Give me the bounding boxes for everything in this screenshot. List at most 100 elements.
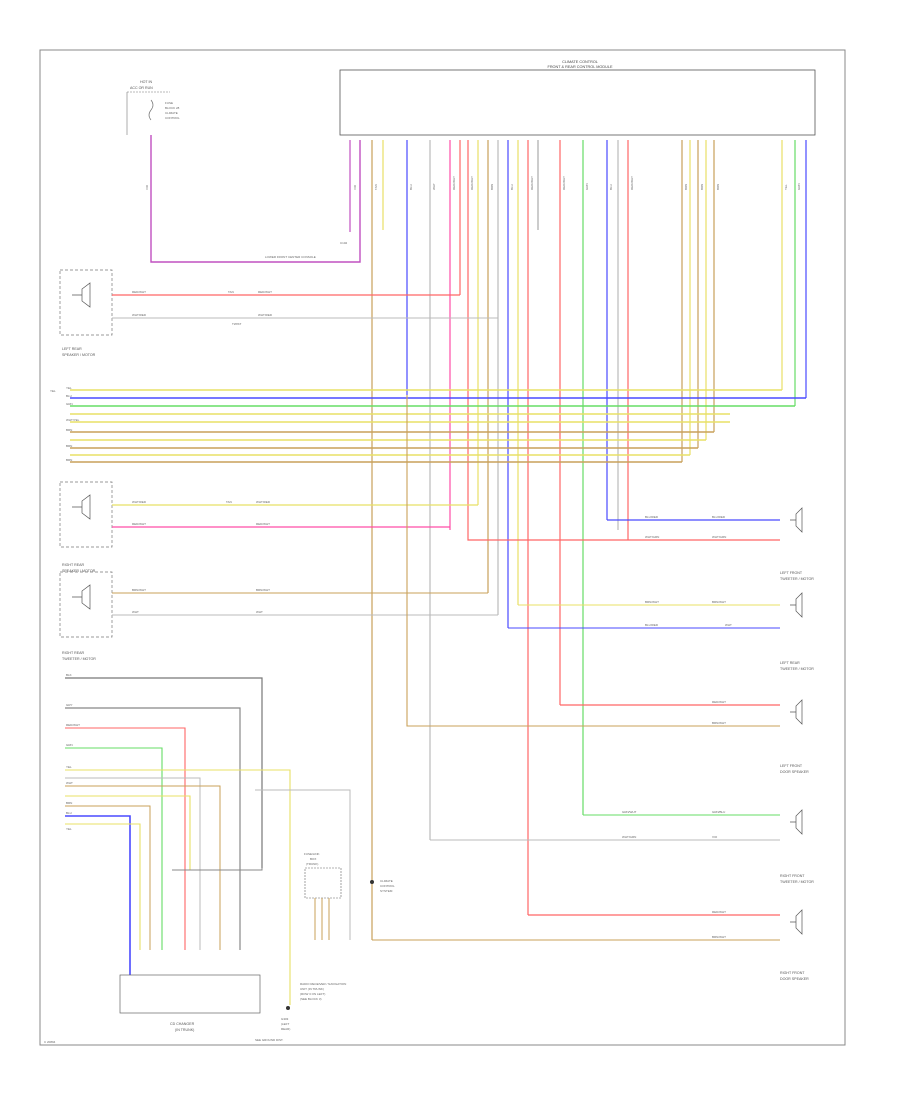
svg-text:RED/WHT: RED/WHT bbox=[712, 700, 726, 704]
svg-text:GRN: GRN bbox=[66, 402, 73, 406]
svg-text:UNIT (IN TRUNK): UNIT (IN TRUNK) bbox=[300, 987, 324, 991]
speaker-icon bbox=[790, 699, 803, 725]
svg-text:GRN/WHT: GRN/WHT bbox=[622, 810, 636, 814]
svg-text:TWEETER / MOTOR: TWEETER / MOTOR bbox=[62, 657, 96, 661]
module-pin-labels: VIO TAN BLU WHT RED/WHT RED/WHT BRN BLU … bbox=[353, 176, 801, 190]
svg-text:RIGHT FRONT: RIGHT FRONT bbox=[780, 874, 805, 878]
fuse-symbol bbox=[148, 99, 154, 121]
fuse-title-1: HOT IN bbox=[140, 80, 153, 84]
cd-changer-labels: BLK GRY RED/WHT GRN YEL WHT BRN BLU YEL bbox=[66, 673, 80, 831]
fuse-link-box: FUSE/LINK BOX (TRUNK) bbox=[304, 852, 342, 940]
svg-text:BRN/WHT: BRN/WHT bbox=[132, 588, 146, 592]
bus-labels: YEL YEL BLU GRN WHT/YEL BRN BRN BRN bbox=[50, 386, 80, 462]
cd-changer: CD CHANGER (IN TRUNK) bbox=[119, 974, 261, 1032]
svg-text:WHT/RED: WHT/RED bbox=[132, 500, 147, 504]
svg-text:RED/WHT: RED/WHT bbox=[452, 176, 456, 190]
svg-text:BRN/WHT: BRN/WHT bbox=[712, 721, 726, 725]
svg-text:RED/WHT: RED/WHT bbox=[256, 522, 270, 526]
svg-text:BLU/RED: BLU/RED bbox=[712, 515, 726, 519]
svg-text:BRN/WHT: BRN/WHT bbox=[645, 600, 659, 604]
svg-text:WHT: WHT bbox=[132, 610, 139, 614]
module-pins bbox=[349, 140, 807, 940]
svg-text:FUSE/LINK: FUSE/LINK bbox=[304, 852, 320, 856]
climate-control-module: CLIMATE CONTROL FRONT & REAR CONTROL MOD… bbox=[339, 60, 816, 136]
svg-text:SYSTEM: SYSTEM bbox=[380, 889, 393, 893]
page-code: C 20894 bbox=[44, 1040, 56, 1044]
fuse-block: HOT IN ACC OR RUN FUSE BLOCK 28 CLIMATE … bbox=[126, 80, 180, 135]
svg-text:BRN/WHT: BRN/WHT bbox=[712, 935, 726, 939]
svg-text:TWEETER / MOTOR: TWEETER / MOTOR bbox=[780, 667, 814, 671]
svg-text:WHT: WHT bbox=[66, 781, 73, 785]
svg-text:LEFT FRONT: LEFT FRONT bbox=[780, 571, 803, 575]
ground-g303: G303 (LEFT REAR) SEE GROUND DIST. bbox=[255, 1006, 290, 1042]
svg-text:BRN: BRN bbox=[490, 184, 494, 190]
svg-text:RED/WHT: RED/WHT bbox=[562, 176, 566, 190]
svg-text:BLU: BLU bbox=[66, 811, 72, 815]
svg-text:BRN/WHT: BRN/WHT bbox=[256, 588, 270, 592]
svg-text:RED/WHT: RED/WHT bbox=[470, 176, 474, 190]
svg-text:RED/WHT: RED/WHT bbox=[530, 176, 534, 190]
right-front-tweeter: RIGHT FRONT TWEETER / MOTOR bbox=[780, 809, 814, 884]
svg-text:RED/WHT: RED/WHT bbox=[712, 910, 726, 914]
svg-text:GRN: GRN bbox=[585, 183, 589, 190]
svg-text:BLU: BLU bbox=[510, 184, 514, 190]
svg-text:TAN: TAN bbox=[228, 290, 234, 294]
svg-text:GRN: GRN bbox=[66, 743, 73, 747]
svg-text:(TRUNK): (TRUNK) bbox=[306, 862, 318, 866]
power-wire-violet bbox=[150, 135, 361, 263]
svg-text:LEFT FRONT: LEFT FRONT bbox=[780, 764, 803, 768]
svg-text:BRN: BRN bbox=[66, 458, 72, 462]
svg-text:GRN/BLU: GRN/BLU bbox=[712, 810, 725, 814]
svg-text:REAR): REAR) bbox=[281, 1027, 290, 1031]
module-title-1: CLIMATE CONTROL bbox=[562, 60, 598, 64]
svg-text:(SEE BLOCK 3): (SEE BLOCK 3) bbox=[300, 997, 322, 1001]
svg-text:BRN: BRN bbox=[66, 444, 72, 448]
svg-text:RADIO RECEIVER / NAVIGATION: RADIO RECEIVER / NAVIGATION bbox=[300, 982, 346, 986]
connector-label: C102 bbox=[340, 241, 348, 245]
diagram-border bbox=[39, 49, 846, 1046]
violet-wire-label: VIO bbox=[145, 184, 149, 190]
svg-text:RED/WHT: RED/WHT bbox=[132, 290, 146, 294]
svg-text:RIGHT REAR: RIGHT REAR bbox=[62, 563, 85, 567]
right-rear-speaker: RIGHT REAR SPEAKER / MOTOR bbox=[59, 481, 113, 573]
svg-text:SPEAKER / MOTOR: SPEAKER / MOTOR bbox=[62, 569, 96, 573]
svg-text:BRN: BRN bbox=[66, 801, 72, 805]
splice-label: CLIMATE CONTROL SYSTEM bbox=[370, 879, 395, 893]
svg-text:BRN: BRN bbox=[716, 184, 720, 190]
svg-text:BLU/RED: BLU/RED bbox=[645, 623, 659, 627]
svg-text:WHT: WHT bbox=[432, 183, 436, 190]
svg-text:RIGHT REAR: RIGHT REAR bbox=[62, 651, 85, 655]
svg-text:BLU: BLU bbox=[66, 394, 72, 398]
fuse-line-1: BLOCK 28 bbox=[165, 106, 180, 110]
svg-text:VIO: VIO bbox=[353, 184, 357, 190]
svg-text:BLU: BLU bbox=[609, 184, 613, 190]
svg-text:(LEFT: (LEFT bbox=[281, 1022, 290, 1026]
svg-text:YEL: YEL bbox=[50, 389, 56, 393]
svg-text:WHT/GRN: WHT/GRN bbox=[712, 535, 726, 539]
svg-text:BLU: BLU bbox=[409, 184, 413, 190]
right-front-door-speaker: RIGHT FRONT DOOR SPEAKER bbox=[780, 909, 809, 981]
svg-text:(ROW 3 ON LEFT): (ROW 3 ON LEFT) bbox=[300, 992, 325, 996]
svg-text:TWIST: TWIST bbox=[232, 322, 241, 326]
svg-text:TAN: TAN bbox=[374, 184, 378, 190]
svg-text:CD CHANGER: CD CHANGER bbox=[170, 1022, 195, 1026]
ground-label-1: LOWER FRONT CENTER CONSOLE bbox=[265, 255, 316, 259]
speaker-icon bbox=[790, 909, 803, 935]
svg-text:G303: G303 bbox=[281, 1017, 289, 1021]
svg-text:BOX: BOX bbox=[310, 857, 316, 861]
left-front-tweeter: LEFT FRONT TWEETER / MOTOR bbox=[780, 507, 814, 581]
speaker-icon bbox=[72, 584, 91, 610]
svg-text:WHT/YEL: WHT/YEL bbox=[66, 418, 80, 422]
svg-text:WHT: WHT bbox=[256, 610, 263, 614]
svg-text:LEFT REAR: LEFT REAR bbox=[780, 661, 800, 665]
speaker-icon bbox=[790, 507, 803, 533]
svg-text:GRN: GRN bbox=[797, 183, 801, 190]
svg-text:RED/WHT: RED/WHT bbox=[66, 723, 80, 727]
fuse-title-2: ACC OR RUN bbox=[130, 86, 153, 90]
left-rear-tweeter: LEFT REAR TWEETER / MOTOR bbox=[780, 592, 814, 671]
speaker-icon bbox=[790, 592, 803, 618]
svg-text:YEL: YEL bbox=[66, 827, 72, 831]
svg-text:TAN: TAN bbox=[226, 500, 232, 504]
right-rear-tweeter: RIGHT REAR TWEETER / MOTOR bbox=[59, 571, 113, 661]
